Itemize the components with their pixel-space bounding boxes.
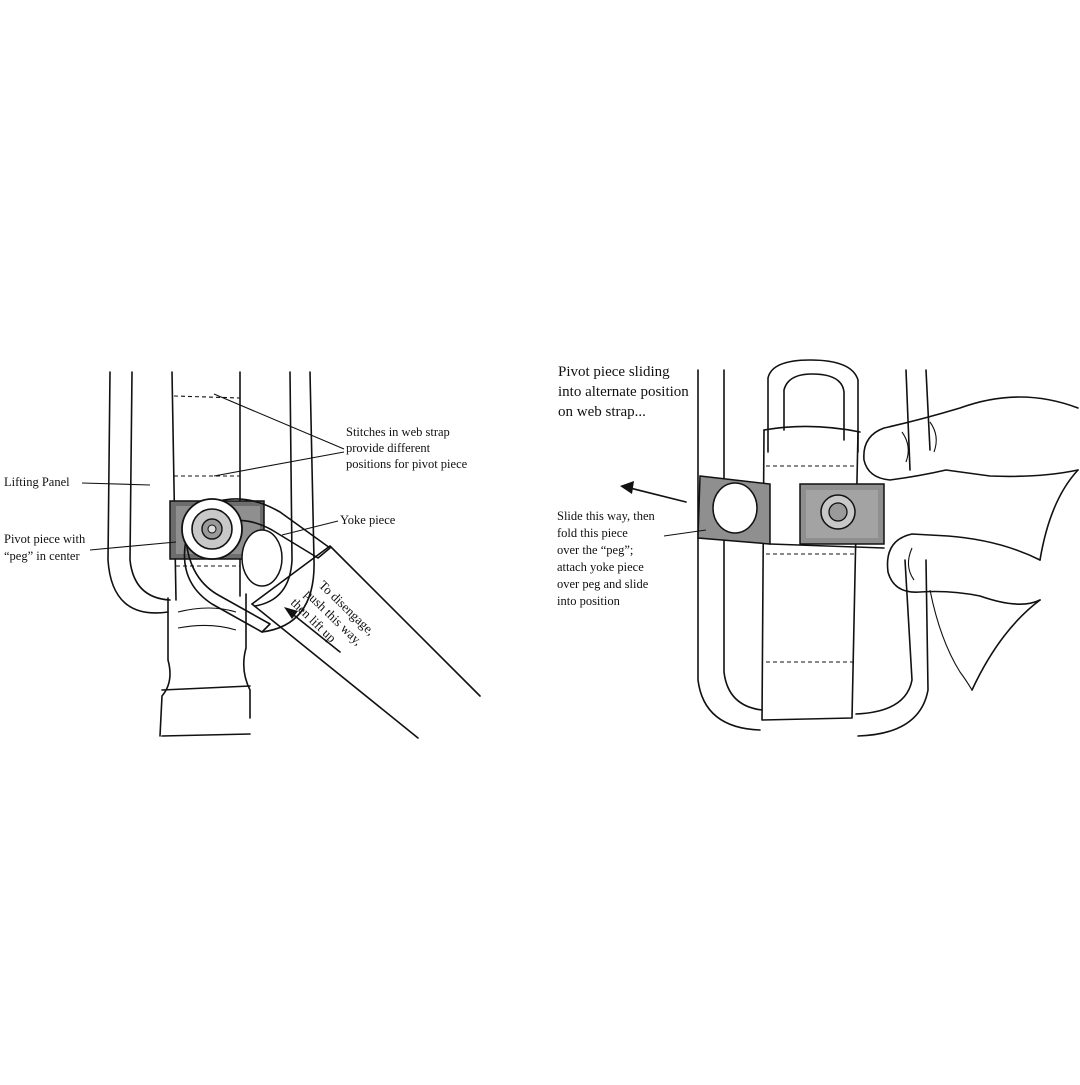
stitches-label: Stitches in web strap provide different … [346,425,468,471]
wrist-edge [971,599,1041,691]
pivot-leader [89,541,177,551]
disengage-arrow-head [284,607,298,619]
disengage-arrow [289,611,341,653]
lifting-panel-leader [81,482,151,486]
pivot-label: Pivot piece with “peg” in center [4,532,88,563]
disengage-label: To disengage, push this way, then lift u… [288,572,381,664]
right-panel-outer-right-lower [857,559,929,737]
strap-top [763,425,861,433]
right-panel-inner-left [723,369,763,711]
yoke-label: Yoke piece [340,513,396,527]
thumb-nail [907,547,915,581]
thumb [886,533,1041,605]
sliding-plate-hole [712,482,758,534]
index-finger-creases [901,421,937,463]
peg-cap [207,524,217,534]
yoke-leader [281,520,339,536]
slide-arrow-head [620,481,634,494]
right-panel-inner-right [905,369,911,471]
index-finger [863,396,1079,481]
right-illustration: Pivot piece sliding into alternate posit… [557,359,1079,737]
plate-fold-edge [769,543,885,549]
buckle-ribs [177,607,237,631]
strap-lower-edge [251,603,419,739]
instruction-label: Slide this way, then fold this piece ove… [557,509,658,608]
slide-arrow [629,487,687,503]
strap-loop-inner [783,373,845,441]
right-peg-center [828,502,848,522]
buckle-bottom-line [161,733,251,737]
stitches-leader-2 [213,451,345,477]
strap-upper-edge [251,545,481,697]
lifting-panel-left-outline [107,371,169,614]
right-panel-outer-left [697,369,761,731]
left-illustration: Stitches in web strap provide different … [4,371,481,739]
right-panel-inner-right-lower [855,559,913,715]
buckle-top-line [161,685,251,691]
stitch-line-top [173,395,241,399]
yoke-arm-bottom [183,539,271,633]
instruction-leader [663,529,707,537]
lifting-panel-right-outline [261,371,315,633]
right-panel-outer-right [925,369,931,451]
yoke-slot [241,529,283,587]
lifting-panel-label: Lifting Panel [4,475,70,489]
stitches-leader-1 [213,393,345,450]
buckle-right-edge [242,593,251,719]
buckle-left-edge [159,597,171,737]
sliding-label: Pivot piece sliding into alternate posit… [558,364,693,420]
lifting-panel-left-inner-outline [129,371,171,601]
web-strap-left-edge [171,371,177,601]
lifting-panel-right-inner-outline [254,371,293,607]
right-web-strap [761,429,859,721]
sleeve-fold [929,589,973,691]
palm-edge [1039,469,1079,561]
strap-loop-outer [767,359,859,453]
